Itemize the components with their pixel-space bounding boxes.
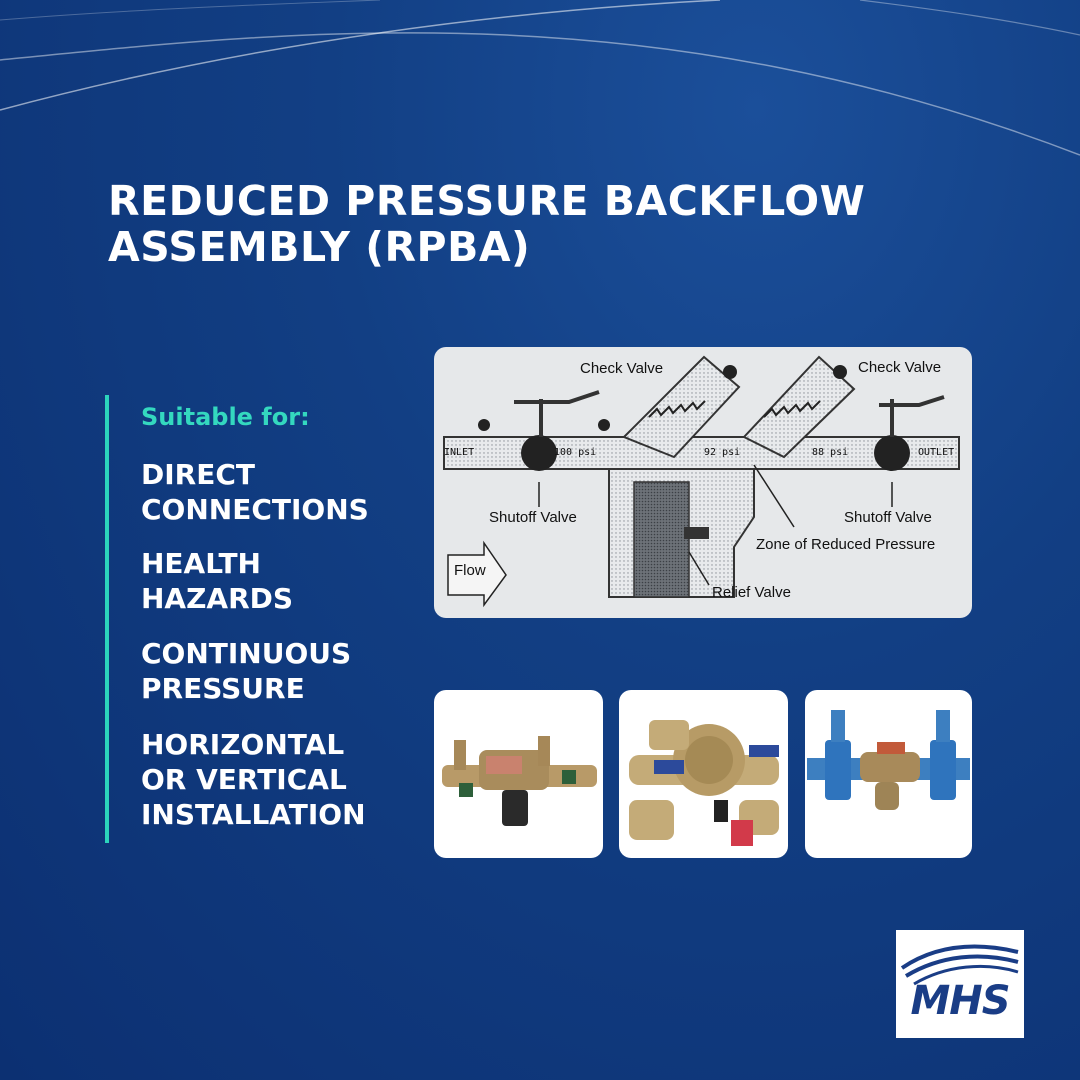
diagram-label-check-valve-right: Check Valve <box>858 359 941 376</box>
page-title: REDUCED PRESSURE BACKFLOW ASSEMBLY (RPBA… <box>108 178 928 270</box>
features-heading: Suitable for: <box>141 403 310 431</box>
logo-swoosh-icon <box>900 944 1019 986</box>
features-list: Suitable for: DIRECT CONNECTIONS HEALTH … <box>105 395 409 843</box>
diagram-label-psi-100: 100 psi <box>554 447 596 458</box>
diagram-label-psi-92: 92 psi <box>704 447 740 458</box>
diagram-label-shutoff-right: Shutoff Valve <box>844 509 932 526</box>
diagram-label-relief-valve: Relief Valve <box>712 584 791 601</box>
feature-item-direct-connections: DIRECT CONNECTIONS <box>141 458 369 526</box>
decorative-swoosh <box>0 0 1080 156</box>
diagram-label-zone-reduced-pressure: Zone of Reduced Pressure <box>756 536 935 553</box>
feature-item-installation: HORIZONTAL OR VERTICAL INSTALLATION <box>141 728 366 831</box>
diagram-label-flow: Flow <box>454 562 486 579</box>
diagram-label-psi-88: 88 psi <box>812 447 848 458</box>
logo-text: MHS <box>910 978 1010 1024</box>
rpba-cross-section-diagram: Check Valve Check Valve INLET OUTLET 100… <box>434 347 972 618</box>
diagram-label-shutoff-left: Shutoff Valve <box>489 509 577 526</box>
mhs-logo: MHS <box>896 930 1024 1038</box>
product-photo-bronze-rpba <box>434 690 603 858</box>
diagram-label-outlet: OUTLET <box>918 447 954 458</box>
diagram-label-check-valve-left: Check Valve <box>580 360 663 377</box>
product-photo-flanged-rpba <box>805 690 972 858</box>
feature-item-health-hazards: HEALTH HAZARDS <box>141 547 294 615</box>
title-line-2: ASSEMBLY (RPBA) <box>108 223 531 271</box>
feature-item-continuous-pressure: CONTINUOUS PRESSURE <box>141 637 352 705</box>
title-line-1: REDUCED PRESSURE BACKFLOW <box>108 177 866 225</box>
product-photo-large-rpba <box>619 690 788 858</box>
diagram-label-inlet: INLET <box>444 447 474 458</box>
